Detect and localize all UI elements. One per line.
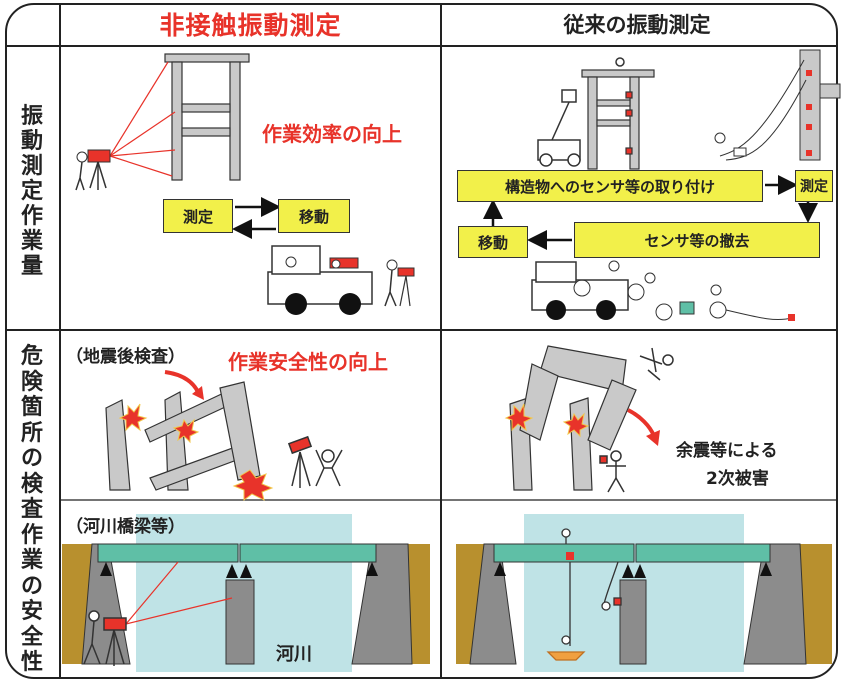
row-label-char: 安 <box>20 599 43 624</box>
spark-icons-right <box>504 403 590 438</box>
row-label-char: の <box>20 446 43 471</box>
bridge-right <box>456 543 832 665</box>
row-label-char: の <box>20 573 43 599</box>
row-label-char: 全 <box>20 624 43 650</box>
row-label-char: 査 <box>20 497 43 522</box>
row-label-char: 険 <box>20 369 43 395</box>
row-label-char: 箇 <box>20 395 43 420</box>
bucket-truck <box>537 57 625 167</box>
outer-frame <box>5 3 838 679</box>
scenario-earthquake: （地震後検査） <box>66 347 185 367</box>
row-label-char: 性 <box>20 650 43 675</box>
bridge-left <box>62 543 430 665</box>
header-non-contact: 非接触振動測定 <box>159 11 342 40</box>
portal-frame-left <box>164 53 250 181</box>
scenario-river-bridge: （河川橋梁等） <box>66 517 185 537</box>
fall-arrow-right <box>627 408 660 446</box>
tall-pier-right <box>714 49 841 161</box>
measure-box-left: 測定 <box>163 199 233 233</box>
inspector-hit-right <box>599 450 626 493</box>
secondary-damage-line2: 2次被害 <box>706 469 769 489</box>
falling-person-right <box>639 347 674 381</box>
laser-beams <box>109 61 176 177</box>
spark-icons-left <box>118 403 274 501</box>
inspectors-rope-bridge <box>546 528 622 661</box>
damaged-structure-right <box>509 345 637 491</box>
survey-truck-right <box>531 260 795 321</box>
row-label-safety: 危険箇所の検査作業の安全性 <box>12 344 52 676</box>
row-label-workload: 振動測定作業量 <box>12 104 52 279</box>
move-box-left: 移動 <box>278 199 350 233</box>
safety-note: 作業安全性の向上 <box>228 350 388 374</box>
install-sensor-box: 構造物へのセンサ等の取り付け <box>457 170 763 202</box>
row-label-char: 測 <box>20 154 43 179</box>
inspector-tripod-bridge <box>83 610 127 666</box>
survey-truck-left <box>267 245 415 315</box>
row-label-char: 危 <box>20 344 43 369</box>
fall-arrow-left <box>164 370 204 400</box>
portal-frame-right <box>581 69 655 170</box>
row-label-char: 作 <box>20 204 43 229</box>
tripod-camera-operator <box>75 149 111 191</box>
row-label-char: 振 <box>20 104 43 129</box>
remove-sensor-box: センサ等の撤去 <box>574 222 820 258</box>
move-box-right: 移動 <box>458 226 528 258</box>
measure-box-right: 測定 <box>795 170 833 202</box>
measure-move-arrows-left <box>232 197 281 239</box>
row-label-char: 所 <box>20 420 43 446</box>
row-label-char: 量 <box>20 254 43 279</box>
laser-beams-bridge <box>125 561 233 625</box>
header-conventional: 従来の振動測定 <box>563 13 711 37</box>
row-label-char: 作 <box>20 522 43 548</box>
damaged-structure-left <box>105 381 261 491</box>
efficiency-note: 作業効率の向上 <box>262 122 402 146</box>
row-label-char: 定 <box>20 179 43 204</box>
secondary-damage-line1: 余震等による <box>676 441 778 461</box>
inspector-with-tripod-left <box>287 435 343 488</box>
row-label-char: 業 <box>20 548 43 573</box>
river-label: 河川 <box>276 644 312 665</box>
row-label-char: 検 <box>20 471 43 497</box>
row-label-char: 動 <box>20 129 43 154</box>
row-label-char: 業 <box>20 229 43 254</box>
